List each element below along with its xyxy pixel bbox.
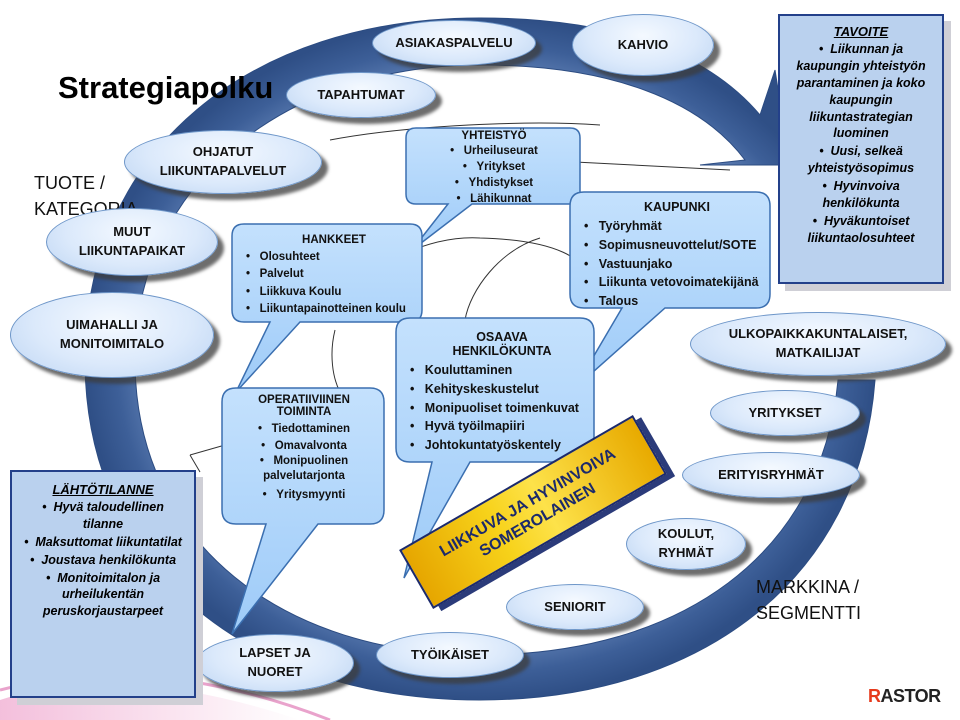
callout-item: Yritykset: [410, 159, 578, 175]
callout-item: Työryhmät: [584, 217, 770, 236]
callout-osaava-henkilokunta: OSAAVA HENKILÖKUNTA Kouluttaminen Kehity…: [410, 330, 594, 455]
page-title: Strategiapolku: [58, 70, 274, 105]
ellipse-label: KOULUT,: [657, 526, 715, 542]
ellipse-label: LAPSET JA: [239, 645, 311, 661]
lahtotilanne-item: Joustava henkilökunta: [24, 552, 182, 569]
logo-rest: ASTOR: [880, 686, 942, 706]
callout-item: Omavalvonta: [226, 438, 382, 455]
ellipse-label: UIMAHALLI JA: [66, 317, 158, 333]
ellipse-label: ERITYISRYHMÄT: [718, 466, 824, 482]
tavoite-item: Liikunnan ja kaupungin yhteistyön parant…: [788, 41, 934, 142]
ellipse-label: TYÖIKÄISET: [410, 646, 489, 662]
ellipse-label: OHJATUT: [192, 144, 254, 160]
callout-item: Kehityskeskustelut: [410, 380, 594, 399]
ellipse-label: NUORET: [247, 664, 303, 679]
ellipse-kahvio[interactable]: KAHVIO: [572, 14, 714, 76]
callout-hankkeet: HANKKEET Olosuhteet Palvelut Liikkuva Ko…: [246, 234, 422, 318]
ellipse-label: RYHMÄT: [658, 545, 714, 560]
tavoite-item: Hyväkuntoiset liikuntaolosuhteet: [788, 213, 934, 247]
callout-item: Monipuoliset toimenkuvat: [410, 399, 594, 418]
callout-heading: HENKILÖKUNTA: [452, 344, 552, 358]
ellipse-label: KAHVIO: [617, 36, 669, 52]
callout-item: Talous: [584, 292, 770, 311]
callout-item: Hyvä työilmapiiri: [410, 417, 594, 436]
ellipse-label: ULKOPAIKKAKUNTALAISET,: [728, 326, 908, 342]
callout-item: Yritysmyynti: [226, 487, 382, 504]
ellipse-lapset-nuoret[interactable]: LAPSET JA NUORET: [196, 634, 354, 692]
ellipse-label: LIIKUNTAPALVELUT: [159, 163, 287, 178]
tavoite-item: Hyvinvoiva henkilökunta: [788, 178, 934, 212]
callout-heading: OSAAVA: [476, 330, 528, 344]
callout-heading: YHTEISTYÖ: [461, 130, 527, 142]
callout-item: Monipuolinen palvelutarjonta: [226, 454, 382, 484]
callout-item: Palvelut: [246, 266, 422, 283]
callout-item: Tiedottaminen: [226, 421, 382, 438]
ellipse-label: YRITYKSET: [748, 404, 822, 420]
ellipse-koulut-ryhmat[interactable]: KOULUT, RYHMÄT: [626, 518, 746, 570]
callout-item: Liikuntapainotteinen koulu: [246, 301, 422, 318]
ellipse-asiakaspalvelu[interactable]: ASIAKASPALVELU: [372, 20, 536, 66]
lahtotilanne-heading: LÄHTÖTILANNE: [52, 482, 154, 497]
axis-label-markkina: MARKKINA / SEGMENTTI: [756, 574, 861, 626]
callout-heading: TOIMINTA: [276, 406, 332, 418]
tavoite-heading: TAVOITE: [833, 24, 889, 39]
callout-yhteistyo: YHTEISTYÖ Urheiluseurat Yritykset Yhdist…: [410, 130, 578, 207]
ellipse-label: SENIORIT: [544, 598, 606, 614]
callout-heading: OPERATIIVIINEN: [258, 394, 350, 406]
lahtotilanne-item: Monitoimitalon ja urheilukentän peruskor…: [24, 570, 182, 621]
callout-item: Yhdistykset: [410, 175, 578, 191]
ellipse-label: LIIKUNTAPAIKAT: [78, 243, 186, 258]
ellipse-erityisryhmat[interactable]: ERITYISRYHMÄT: [682, 452, 860, 498]
rastor-logo: RASTOR: [868, 686, 941, 707]
ellipse-label: MUUT: [113, 224, 151, 240]
logo-initial: R: [868, 686, 881, 706]
callout-operatiivinen-toiminta: OPERATIIVIINEN TOIMINTA Tiedottaminen Om…: [226, 394, 382, 504]
ellipse-ohjatut-liikuntapalvelut[interactable]: OHJATUT LIIKUNTAPALVELUT: [124, 130, 322, 194]
callout-item: Lähikunnat: [410, 191, 578, 207]
ellipse-label: ASIAKASPALVELU: [395, 34, 513, 50]
ellipse-tyoikaiset[interactable]: TYÖIKÄISET: [376, 632, 524, 678]
ellipse-muut-liikuntapaikat[interactable]: MUUT LIIKUNTAPAIKAT: [46, 208, 218, 276]
callout-item: Liikkuva Koulu: [246, 284, 422, 301]
callout-kaupunki: KAUPUNKI Työryhmät Sopimusneuvottelut/SO…: [584, 200, 770, 311]
callout-heading: KAUPUNKI: [644, 200, 710, 214]
ellipse-yritykset[interactable]: YRITYKSET: [710, 390, 860, 436]
ellipse-label: TAPAHTUMAT: [317, 86, 405, 102]
axis-label-markkina-line: MARKKINA /: [756, 577, 860, 597]
ellipse-tapahtumat[interactable]: TAPAHTUMAT: [286, 72, 436, 118]
callout-item: Sopimusneuvottelut/SOTE: [584, 236, 770, 255]
callout-heading: HANKKEET: [302, 234, 366, 246]
lahtotilanne-item: Hyvä taloudellinen tilanne: [24, 499, 182, 533]
axis-label-tuote-line: TUOTE /: [34, 173, 105, 193]
ellipse-uimahalli-monitoimitalo[interactable]: UIMAHALLI JA MONITOIMITALO: [10, 292, 214, 378]
callout-item: Vastuunjako: [584, 255, 770, 274]
tavoite-panel: TAVOITE Liikunnan ja kaupungin yhteistyö…: [778, 14, 944, 284]
ellipse-seniorit[interactable]: SENIORIT: [506, 584, 644, 630]
ellipse-label: MATKAILIJAT: [775, 345, 861, 360]
callout-item: Liikunta vetovoimatekijänä: [584, 273, 770, 292]
callout-item: Kouluttaminen: [410, 361, 594, 380]
lahtotilanne-panel: LÄHTÖTILANNE Hyvä taloudellinen tilanne …: [10, 470, 196, 698]
tavoite-item: Uusi, selkeä yhteistyösopimus: [788, 143, 934, 177]
lahtotilanne-item: Maksuttomat liikuntatilat: [24, 534, 182, 551]
callout-item: Olosuhteet: [246, 249, 422, 266]
callout-item: Urheiluseurat: [410, 143, 578, 159]
axis-label-markkina-line: SEGMENTTI: [756, 603, 862, 624]
ellipse-ulkopaikkakuntalaiset[interactable]: ULKOPAIKKAKUNTALAISET, MATKAILIJAT: [690, 312, 946, 376]
ellipse-label: MONITOIMITALO: [59, 336, 165, 351]
callout-item: Johtokuntatyöskentely: [410, 436, 594, 455]
